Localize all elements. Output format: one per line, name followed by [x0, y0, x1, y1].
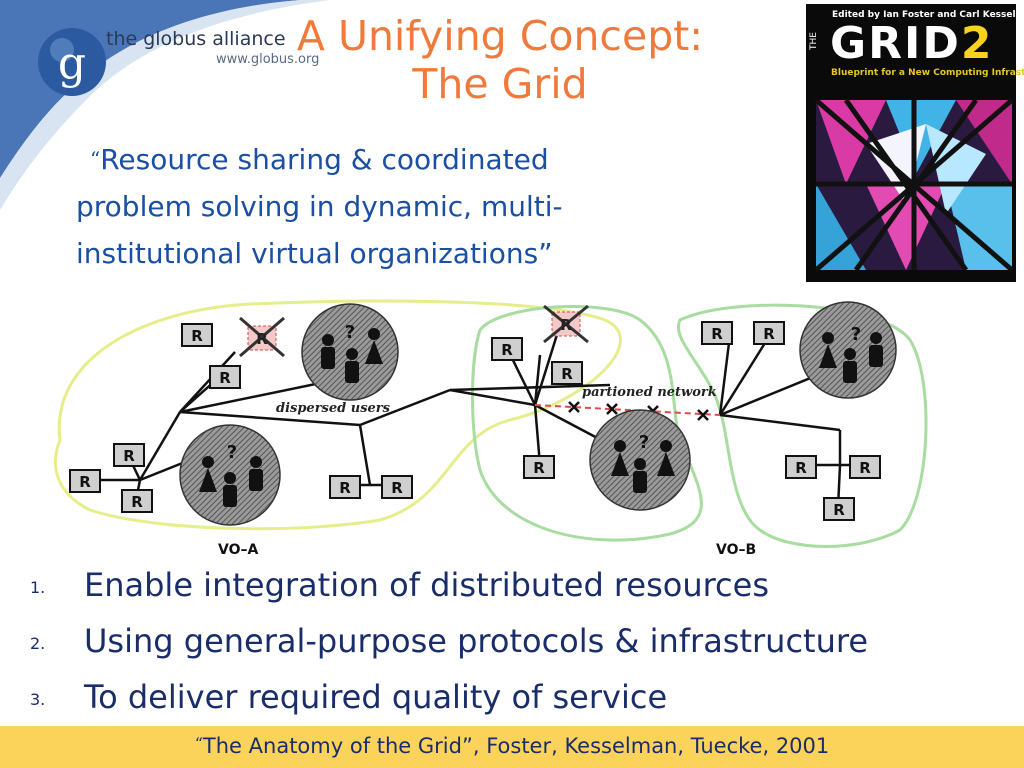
- resource-label: R: [123, 447, 135, 465]
- dispersed-users-label: dispersed users: [276, 401, 391, 416]
- quote-line-2: problem solving in dynamic, multi-: [76, 190, 563, 223]
- page-title: A Unifying Concept: The Grid: [240, 12, 760, 108]
- vo-a-outline: [54, 299, 622, 531]
- unknown-users-mark-1: ?: [345, 322, 355, 343]
- svg-text:g: g: [58, 38, 86, 89]
- user-figures: [199, 328, 883, 507]
- resource-label: R: [79, 473, 91, 491]
- resource-label: R: [833, 501, 845, 519]
- citation-open-mark: “: [194, 734, 203, 753]
- title-line-1: A Unifying Concept:: [296, 12, 704, 60]
- vo-b-outline-left: [471, 305, 703, 542]
- unknown-users-mark-3: ?: [639, 432, 649, 453]
- unavailable-resource-label-2: R: [560, 316, 572, 334]
- book-cover: THE: [806, 4, 1016, 282]
- resource-label: R: [219, 369, 231, 387]
- globus-logo-icon: g: [38, 28, 106, 96]
- list-item-number: 3.: [30, 690, 46, 709]
- book-subtitle: Blueprint for a New Computing Infrastruc…: [831, 68, 1024, 78]
- list-item-text: Using general-purpose protocols & infras…: [84, 622, 869, 660]
- partitioned-network-label: partioned network: [582, 385, 717, 400]
- quote-open-mark: “: [90, 147, 101, 171]
- resource-label: R: [561, 365, 573, 383]
- resource-label: R: [391, 479, 403, 497]
- logo-url: www.globus.org: [216, 52, 320, 67]
- book-title-word: GRID: [830, 18, 961, 69]
- resource-label: R: [795, 459, 807, 477]
- quote-line-3: institutional virtual organizations”: [76, 237, 553, 270]
- resource-label: R: [533, 459, 545, 477]
- citation-body: The Anatomy of the Grid”, Foster, Kessel…: [202, 734, 830, 758]
- resource-node-icons: [69, 321, 881, 521]
- book-title-number: 2: [960, 18, 994, 69]
- citation-text: “The Anatomy of the Grid”, Foster, Kesse…: [0, 734, 1024, 758]
- unknown-users-mark-2: ?: [227, 442, 237, 463]
- resource-label: R: [859, 459, 871, 477]
- list-item-text: To deliver required quality of service: [84, 678, 668, 716]
- book-authors: Edited by Ian Foster and Carl Kesselman: [832, 10, 1024, 20]
- quote-line-1: Resource sharing & coordinated: [100, 143, 549, 176]
- resource-label: R: [131, 493, 143, 511]
- citation-footer: “The Anatomy of the Grid”, Foster, Kesse…: [0, 726, 1024, 768]
- definition-quote: “Resource sharing & coordinated problem …: [76, 136, 776, 277]
- list-item-number: 1.: [30, 578, 46, 597]
- unavailable-resource-marks: [239, 304, 589, 358]
- logo-text: the globus alliance: [106, 28, 286, 50]
- resource-label: R: [763, 325, 775, 343]
- resource-label: R: [711, 325, 723, 343]
- unavailable-resource-label-1: R: [256, 330, 268, 348]
- list-item-number: 2.: [30, 634, 46, 653]
- resource-label: R: [339, 479, 351, 497]
- list-item-text: Enable integration of distributed resour…: [84, 566, 769, 604]
- virtual-organizations-diagram: ? ? ? ? R R R R R R R R R: [54, 299, 928, 558]
- svg-text:THE: THE: [809, 32, 819, 51]
- book-cover-art: THE: [806, 4, 1016, 282]
- title-line-2: The Grid: [412, 60, 588, 108]
- book-title: GRID2: [830, 20, 994, 68]
- resource-label: R: [501, 341, 513, 359]
- resource-label: R: [191, 327, 203, 345]
- unknown-users-mark-4: ?: [851, 324, 861, 345]
- vo-b-label: VO–B: [716, 542, 756, 558]
- vo-a-label: VO–A: [218, 542, 258, 558]
